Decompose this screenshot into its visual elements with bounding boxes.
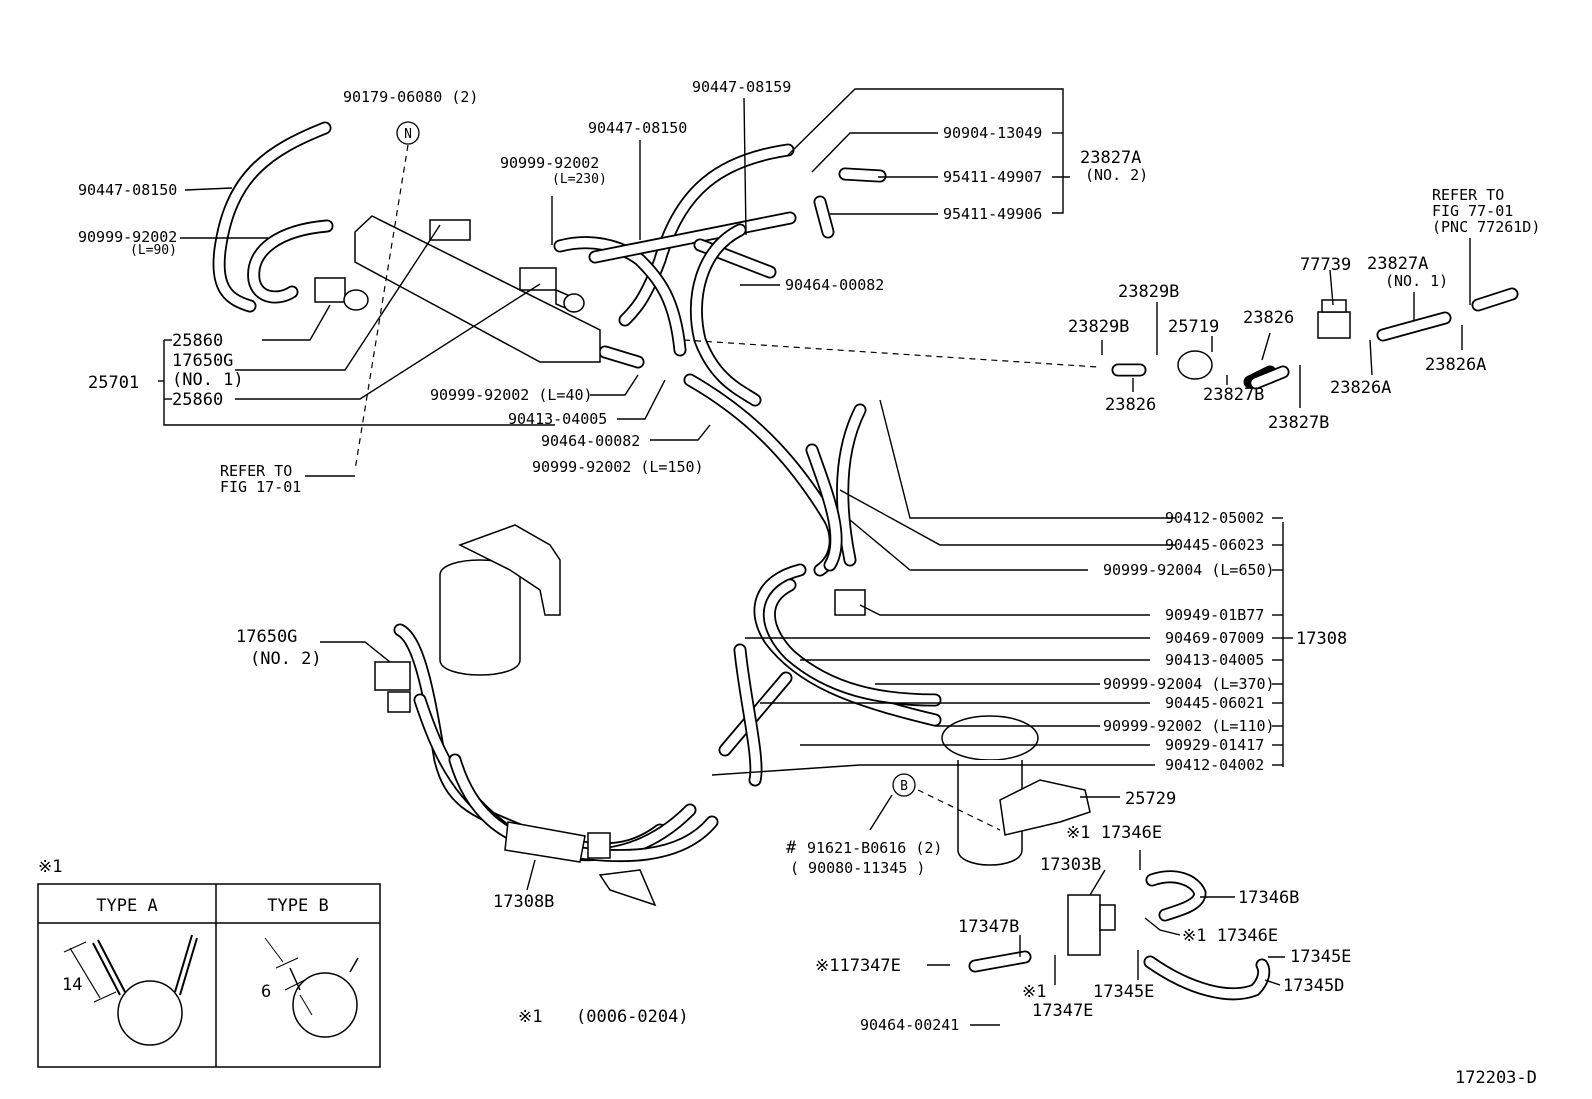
label-25729: 25729 (1125, 789, 1176, 809)
label-90999-92004-l370: 90999-92004 (L=370) (1103, 675, 1275, 693)
label-90080-11345: ( 90080-11345 ) (790, 859, 925, 877)
label-90464-00241: 90464-00241 (860, 1016, 959, 1034)
label-25860-a: 25860 (172, 331, 223, 351)
label-90949-01b77: 90949-01B77 (1165, 606, 1264, 624)
type-a-header: TYPE A (96, 896, 157, 916)
label-90447-08150-left: 90447-08150 (78, 181, 177, 199)
label-no1: (NO. 1) (172, 370, 244, 390)
circle-b-label: B (900, 779, 908, 794)
label-23826a-b: 23826A (1425, 355, 1486, 375)
label-90999-92002-l40: 90999-92002 (L=40) (430, 386, 593, 404)
label-90445-06023: 90445-06023 (1165, 536, 1264, 554)
circle-marker-b: B (892, 773, 916, 797)
label-23827b-b: 23827B (1268, 413, 1329, 433)
label-91621-b0616: 91621-B0616 (2) (807, 839, 942, 857)
label-90999-92004-l650: 90999-92004 (L=650) (1103, 561, 1275, 579)
label-25860-b: 25860 (172, 390, 223, 410)
component-shapes (314, 215, 1351, 956)
label-23829b-b: 23829B (1068, 317, 1129, 337)
label-17346e-b: ※1 17346E (1182, 926, 1278, 946)
type-table: ※1 TYPE A TYPE B 14 6 (37, 857, 381, 1068)
label-90447-08159: 90447-08159 (692, 78, 791, 96)
label-17346e-a: ※1 17346E (1066, 823, 1162, 843)
label-hash: # (786, 838, 797, 858)
label-17347e-a: ※117347E (815, 956, 901, 976)
label-23826a-a: 23826A (1330, 378, 1391, 398)
label-90464-00082-a: 90464-00082 (785, 276, 884, 294)
label-90904-13049: 90904-13049 (943, 124, 1042, 142)
label-23827a-no2: 23827A (1080, 148, 1141, 168)
label-90999-92002-l150: 90999-92002 (L=150) (532, 458, 704, 476)
label-90469-07009: 90469-07009 (1165, 629, 1264, 647)
label-90413-04005-a: 90413-04005 (508, 410, 607, 428)
leader-lines (158, 88, 1471, 1026)
type-b-figure: 6 (261, 937, 359, 1038)
label-77739: 77739 (1300, 255, 1351, 275)
label-refer-77-01-b: FIG 77-01 (1432, 202, 1513, 220)
label-90999-92002-l90: 90999-92002 (78, 228, 177, 246)
label-17347b: 17347B (958, 917, 1019, 937)
label-90179-06080: 90179-06080 (2) (343, 88, 478, 106)
label-90999-92002-l110: 90999-92002 (L=110) (1103, 717, 1275, 735)
type-b-dimension: 6 (261, 982, 271, 1002)
label-90412-05002: 90412-05002 (1165, 509, 1264, 527)
label-17346b: 17346B (1238, 888, 1299, 908)
label-17347e-b-mark: ※1 (1022, 982, 1046, 1002)
type-a-dimension: 14 (62, 975, 82, 995)
label-90412-04002: 90412-04002 (1165, 756, 1264, 774)
footnote-range: (0006-0204) (576, 1007, 689, 1027)
label-17650g-no1: 17650G (172, 351, 233, 371)
type-b-header: TYPE B (267, 896, 328, 916)
label-90445-06021: 90445-06021 (1165, 694, 1264, 712)
label-17303b: 17303B (1040, 855, 1101, 875)
label-l90: (L=90) (130, 243, 177, 258)
label-23826-b: 23826 (1105, 395, 1156, 415)
label-17345e-b: 17345E (1093, 982, 1154, 1002)
part-labels: 90179-06080 (2) 90447-08150 90999-92002 … (78, 78, 1540, 1034)
label-17345d: 17345D (1283, 976, 1344, 996)
label-no2: (NO. 2) (1085, 166, 1148, 184)
label-refer-77-01-c: (PNC 77261D) (1432, 218, 1540, 236)
label-no1-b: (NO. 1) (1385, 272, 1448, 290)
label-17650g-no2: 17650G (236, 627, 297, 647)
label-23827b-a: 23827B (1203, 385, 1264, 405)
label-90999-92002-l230: 90999-92002 (500, 154, 599, 172)
label-refer-17-01-a: REFER TO (220, 462, 292, 480)
label-90929-01417: 90929-01417 (1165, 736, 1264, 754)
label-17347e-b: 17347E (1032, 1001, 1093, 1021)
label-95411-49906: 95411-49906 (943, 205, 1042, 223)
dashed-lines (354, 144, 1099, 831)
label-refer-77-01-a: REFER TO (1432, 186, 1504, 204)
label-no2-b: (NO. 2) (250, 649, 322, 669)
label-90447-08150-mid: 90447-08150 (588, 119, 687, 137)
label-refer-17-01-b: FIG 17-01 (220, 478, 301, 496)
label-25719: 25719 (1168, 317, 1219, 337)
label-23829b-a: 23829B (1118, 282, 1179, 302)
label-17345e-a: 17345E (1290, 947, 1351, 967)
label-23826-a: 23826 (1243, 308, 1294, 328)
label-23827a-no1: 23827A (1367, 254, 1428, 274)
label-l230: (L=230) (552, 172, 607, 187)
label-90464-00082-b: 90464-00082 (541, 432, 640, 450)
type-a-figure: 14 (62, 934, 198, 1046)
footnote-mark: ※1 (518, 1007, 542, 1027)
label-95411-49907: 95411-49907 (943, 168, 1042, 186)
label-25701: 25701 (88, 373, 139, 393)
label-17308: 17308 (1296, 629, 1347, 649)
circle-marker-n: N (396, 121, 420, 145)
figure-id: 172203-D (1455, 1068, 1537, 1088)
label-90413-04005-b: 90413-04005 (1165, 651, 1264, 669)
label-17308b: 17308B (493, 892, 554, 912)
type-table-mark: ※1 (38, 857, 62, 877)
circle-n-label: N (404, 127, 412, 142)
